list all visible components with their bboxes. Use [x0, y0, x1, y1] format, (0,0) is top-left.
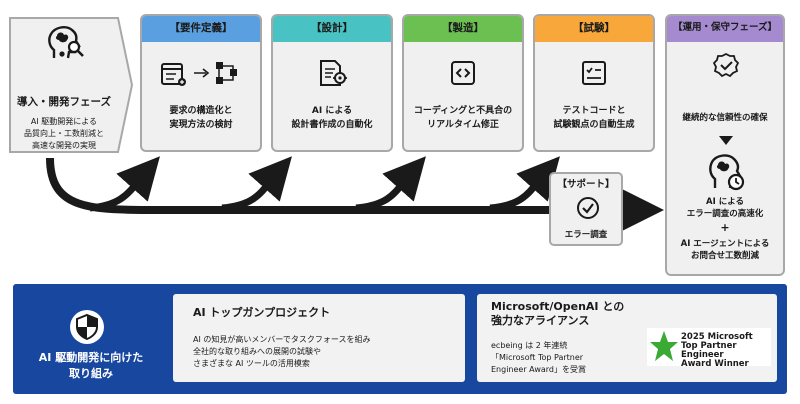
phase-header: 【試験】 — [535, 16, 653, 42]
phase-test: 【試験】 テストコードと 試験観点の自動生成 — [533, 14, 655, 152]
phase-text: テストコードと 試験観点の自動生成 — [537, 104, 651, 132]
intro-desc-line: 品質向上・工数削減と — [24, 129, 104, 138]
intro-panel: 導入・開発フェーズ AI 駆動開発による 品質向上・工数削減と 高速な開発の実現 — [8, 16, 134, 154]
award-text-line: Award Winner — [681, 359, 749, 369]
ops-line3-text: AI エージェントによる — [680, 239, 770, 249]
intro-title: 導入・開発フェーズ — [17, 96, 111, 108]
card-line: AI の知見が高いメンバーでタスクフォースを組み — [193, 335, 371, 344]
support-caption: エラー調査 — [564, 230, 608, 240]
code-icon — [404, 56, 522, 90]
ops-line3-text: お問合せ工数削減 — [690, 251, 759, 261]
alliance-card: Microsoft/OpenAI との 強力なアライアンス ecbeing は … — [477, 294, 777, 382]
star-icon — [650, 331, 678, 361]
card-line: 「Microsoft Top Partner — [491, 353, 584, 362]
award-text-line: 2025 Microsoft — [681, 332, 753, 342]
ops-plus: + — [720, 221, 730, 234]
award-badge: 2025 Microsoft Top Partner Engineer Awar… — [647, 328, 771, 369]
ops-line2-text: エラー調査の高速化 — [686, 209, 764, 219]
phase-header: 【運用・保守フェーズ】 — [667, 16, 783, 42]
ops-line2-text: AI による — [706, 197, 744, 207]
award-text: 2025 Microsoft Top Partner Engineer Awar… — [681, 333, 771, 369]
checklist-to-flowchart-icon — [142, 56, 260, 90]
card-line: Engineer Award」を受賞 — [491, 365, 586, 374]
document-gear-icon — [273, 56, 391, 90]
phase-text-line: リアルタイム修正 — [427, 120, 499, 130]
support-box: 【サポート】 エラー調査 — [549, 172, 623, 246]
phase-build: 【製造】 コーディングと不具合の リアルタイム修正 — [402, 14, 524, 152]
head-gear-search-icon — [48, 26, 84, 59]
down-triangle-icon — [719, 136, 733, 145]
phase-text-line: 試験観点の自動生成 — [553, 120, 635, 130]
initiatives-banner: AI 駆動開発に向けた 取り組み AI トップガンプロジェクト AI の知見が高… — [13, 284, 787, 394]
phase-text-line: コーディングと不具合の — [413, 106, 513, 116]
intro-desc-line: 高速な開発の実現 — [32, 141, 96, 150]
phase-header: 【要件定義】 — [142, 16, 260, 42]
phase-design: 【設計】 AI による 設計書作成の自動化 — [271, 14, 393, 152]
award-text-line: Top Partner Engineer — [681, 341, 737, 360]
phase-text-line: テストコードと — [562, 106, 626, 116]
card-title: Microsoft/OpenAI との 強力なアライアンス — [491, 300, 624, 328]
card-title: AI トップガンプロジェクト — [193, 306, 331, 319]
branch-arrow-3 — [355, 156, 426, 212]
ops-line2: AI による エラー調査の高速化 — [667, 196, 783, 220]
phase-text: AI による 設計書作成の自動化 — [275, 104, 389, 132]
phase-header: 【設計】 — [273, 16, 391, 42]
card-title-line: 強力なアライアンス — [491, 314, 590, 327]
ops-line1: 継続的な信頼性の確保 — [682, 113, 768, 123]
phase-text-line: AI による — [311, 106, 353, 116]
initiatives-title-line: AI 駆動開発に向けた — [38, 351, 144, 364]
phase-header: 【製造】 — [404, 16, 522, 42]
intro-pentagon-shape — [9, 17, 134, 153]
branch-arrow-2 — [221, 156, 292, 212]
card-line: 全社的な取り組みへの展開の試験や — [193, 347, 321, 356]
head-clock-icon — [709, 154, 745, 191]
check-circle-icon — [577, 197, 599, 219]
ops-line3: AI エージェントによる お問合せ工数削減 — [667, 238, 783, 262]
phase-operations: 【運用・保守フェーズ】 継続的な信頼性の確保 AI による エラー調査の高速化 … — [665, 14, 785, 276]
phase-requirements: 【要件定義】 要求の構造化と 実現方法の検討 — [140, 14, 262, 152]
support-label: 【サポート】 — [557, 179, 615, 190]
phase-text-line: 実現方法の検討 — [169, 120, 233, 130]
checklist-icon — [535, 56, 653, 90]
initiatives-title: AI 駆動開発に向けた 取り組み — [17, 350, 165, 382]
shield-icon — [70, 310, 104, 344]
branch-arrow-1 — [89, 156, 160, 212]
phase-text: コーディングと不具合の リアルタイム修正 — [406, 104, 520, 132]
phase-text: 要求の構造化と 実現方法の検討 — [144, 104, 258, 132]
intro-description: AI 駆動開発による 品質向上・工数削減と 高速な開発の実現 — [8, 116, 120, 152]
main-flow-arrow — [46, 157, 664, 234]
card-title-line: Microsoft/OpenAI との — [491, 300, 625, 313]
branch-arrow-4 — [489, 156, 560, 212]
phase-text-line: 設計書作成の自動化 — [291, 120, 373, 130]
card-line: さまざまな AI ツールの活用模索 — [193, 359, 310, 368]
certificate-icon — [713, 52, 739, 78]
phase-text-line: 要求の構造化と — [169, 106, 233, 116]
intro-desc-line: AI 駆動開発による — [30, 117, 98, 126]
card-line: ecbeing は 2 年連続 — [491, 341, 568, 350]
topgun-card: AI トップガンプロジェクト AI の知見が高いメンバーでタスクフォースを組み … — [173, 294, 465, 382]
initiatives-title-line: 取り組み — [69, 367, 113, 380]
